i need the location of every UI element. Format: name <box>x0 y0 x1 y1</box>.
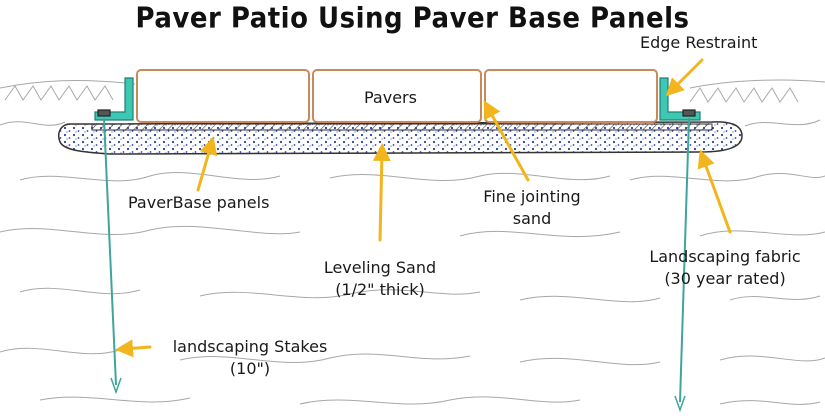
label-landscaping-stakes-line2: (10") <box>229 359 271 378</box>
label-landscaping-fabric: Landscaping fabric (30 year rated) <box>630 246 820 290</box>
paverbase-panel-layer <box>91 123 713 131</box>
pointer-arrow-icon <box>115 58 732 358</box>
landscaping-stake-icon <box>674 117 690 413</box>
label-landscaping-stakes: landscaping Stakes (10") <box>150 336 350 380</box>
ground-soil <box>0 79 825 405</box>
label-fine-jointing-sand: Fine jointing sand <box>462 186 602 230</box>
pavers <box>136 69 658 123</box>
edge-restraint-left <box>94 77 134 121</box>
label-pavers: Pavers <box>364 88 417 107</box>
label-fine-jointing-sand-line1: Fine jointing <box>483 187 581 206</box>
label-landscaping-fabric-line2: (30 year rated) <box>664 269 786 288</box>
label-leveling-sand: Leveling Sand (1/2" thick) <box>300 257 460 301</box>
diagram-title: Paver Patio Using Paver Base Panels <box>135 2 690 36</box>
landscaping-stake-icon <box>103 117 122 395</box>
edge-restraint-right <box>659 77 701 121</box>
label-landscaping-stakes-line1: landscaping Stakes <box>172 337 328 356</box>
paver-2 <box>312 69 482 123</box>
label-edge-restraint: Edge Restraint <box>640 33 758 52</box>
label-leveling-sand-line2: (1/2" thick) <box>335 280 425 299</box>
label-paverbase-panels: PaverBase panels <box>128 193 270 212</box>
paver-1 <box>136 69 310 123</box>
paver-3 <box>484 69 658 123</box>
label-fine-jointing-sand-line2: sand <box>512 209 552 228</box>
label-leveling-sand-line1: Leveling Sand <box>323 258 437 277</box>
label-landscaping-fabric-line1: Landscaping fabric <box>649 247 801 266</box>
